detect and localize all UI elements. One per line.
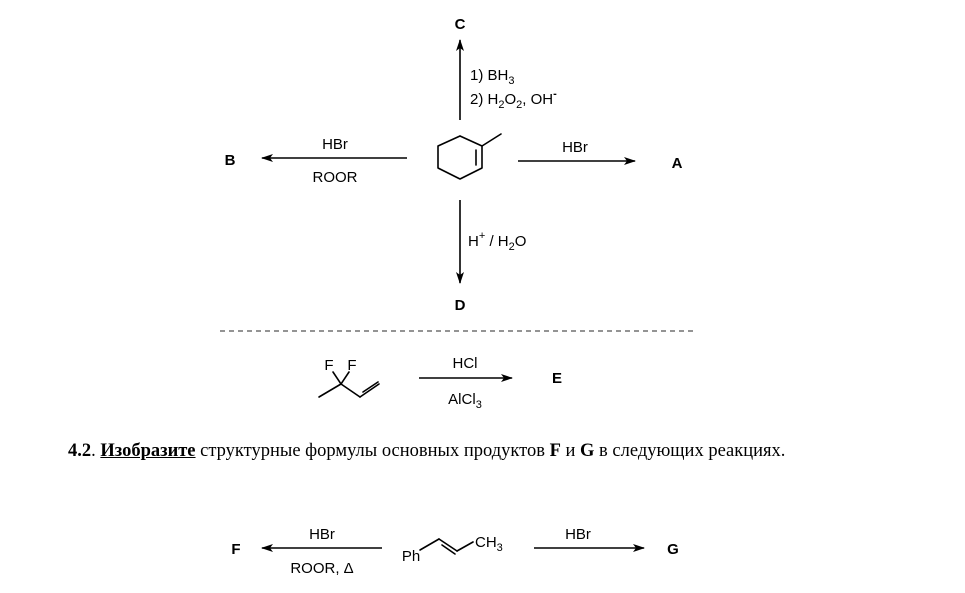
reagent-h2o2-oh: 2) H2O2, OH- (470, 88, 557, 111)
reagent-h-plus-water: H+ / H2O (468, 230, 526, 253)
reagent-hbr-f: HBr (309, 526, 335, 543)
methyl-label: CH3 (475, 534, 503, 554)
reagent-hbr-left: HBr (322, 136, 348, 153)
reagent-roor-heat: ROOR, Δ (290, 560, 353, 577)
task-letter-f: F (549, 441, 561, 461)
reagent-bh3: 1) BH3 (470, 67, 514, 87)
task-letter-g: G (580, 441, 595, 461)
phenyl-label: Ph (402, 548, 420, 565)
task-dot: . (91, 441, 101, 461)
task-text-3: в следующих реакциях. (594, 441, 786, 461)
product-a: A (672, 155, 683, 172)
task-4-2-text: 4.2. Изобразите структурные формулы осно… (68, 437, 858, 465)
reagent-hbr-g: HBr (565, 526, 591, 543)
task-number: 4.2 (68, 441, 92, 461)
methylcyclohexene-structure (437, 133, 502, 180)
product-g: G (667, 541, 679, 558)
product-f: F (231, 541, 240, 558)
task-text-1: структурные формулы основных продуктов (195, 441, 550, 461)
reagent-hbr-right: HBr (562, 139, 588, 156)
reagent-alcl3: AlCl3 (448, 391, 482, 411)
product-d: D (455, 297, 466, 314)
task-verb: Изобразите (100, 441, 196, 461)
reagent-roor: ROOR (313, 169, 358, 186)
task-text-2: и (560, 441, 581, 461)
propenylbenzene-structure (419, 538, 474, 555)
reagent-hcl: HCl (453, 355, 478, 372)
product-c: C (455, 16, 466, 33)
product-b: B (225, 152, 236, 169)
atom-fluorine-1: F (324, 357, 333, 374)
difluorobutene-structure (318, 371, 380, 398)
product-e: E (552, 370, 562, 387)
atom-fluorine-2: F (347, 357, 356, 374)
